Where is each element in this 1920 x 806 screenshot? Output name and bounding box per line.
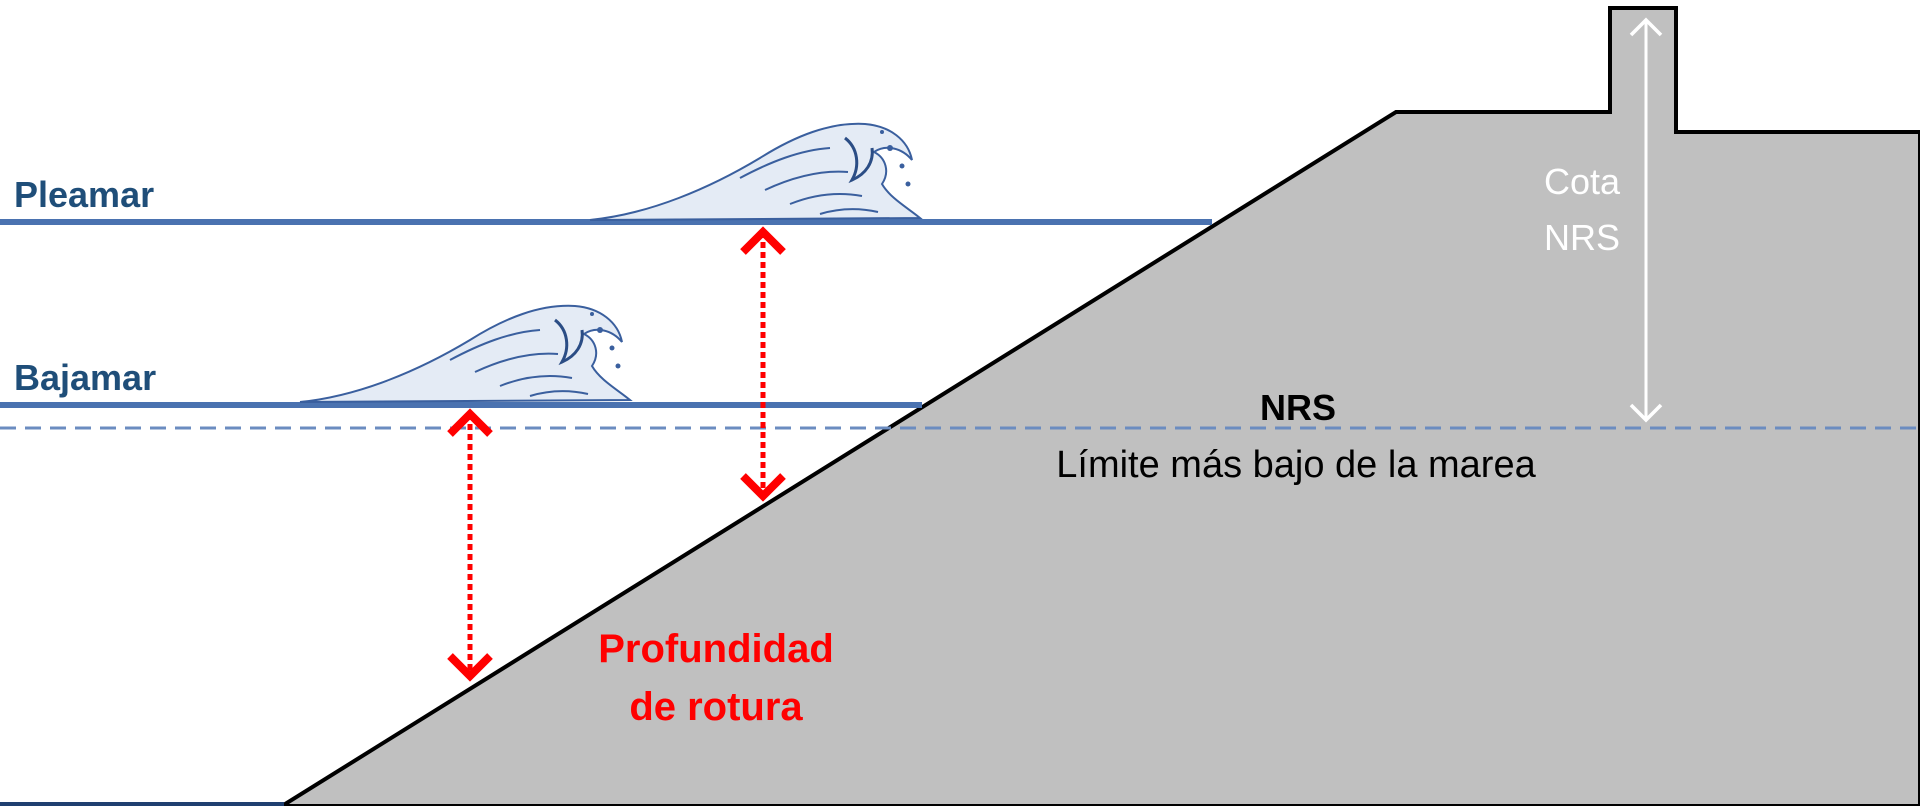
- breakwater-structure: [278, 6, 1920, 806]
- cota-label-line2: NRS: [1544, 217, 1620, 258]
- breaking-wave-high-icon: [589, 122, 923, 221]
- breaking-depth-label-line1: Profundidad: [598, 627, 834, 671]
- breaking-depth-label-line2: de rotura: [629, 685, 803, 729]
- high-tide-label: Pleamar: [14, 174, 154, 215]
- datum-description-label: Límite más bajo de la marea: [1056, 444, 1536, 486]
- low-tide-label: Bajamar: [14, 357, 156, 398]
- nrs-label: NRS: [1260, 387, 1336, 428]
- breaking-wave-low-icon: [299, 304, 633, 403]
- cota-label-line1: Cota: [1544, 161, 1621, 202]
